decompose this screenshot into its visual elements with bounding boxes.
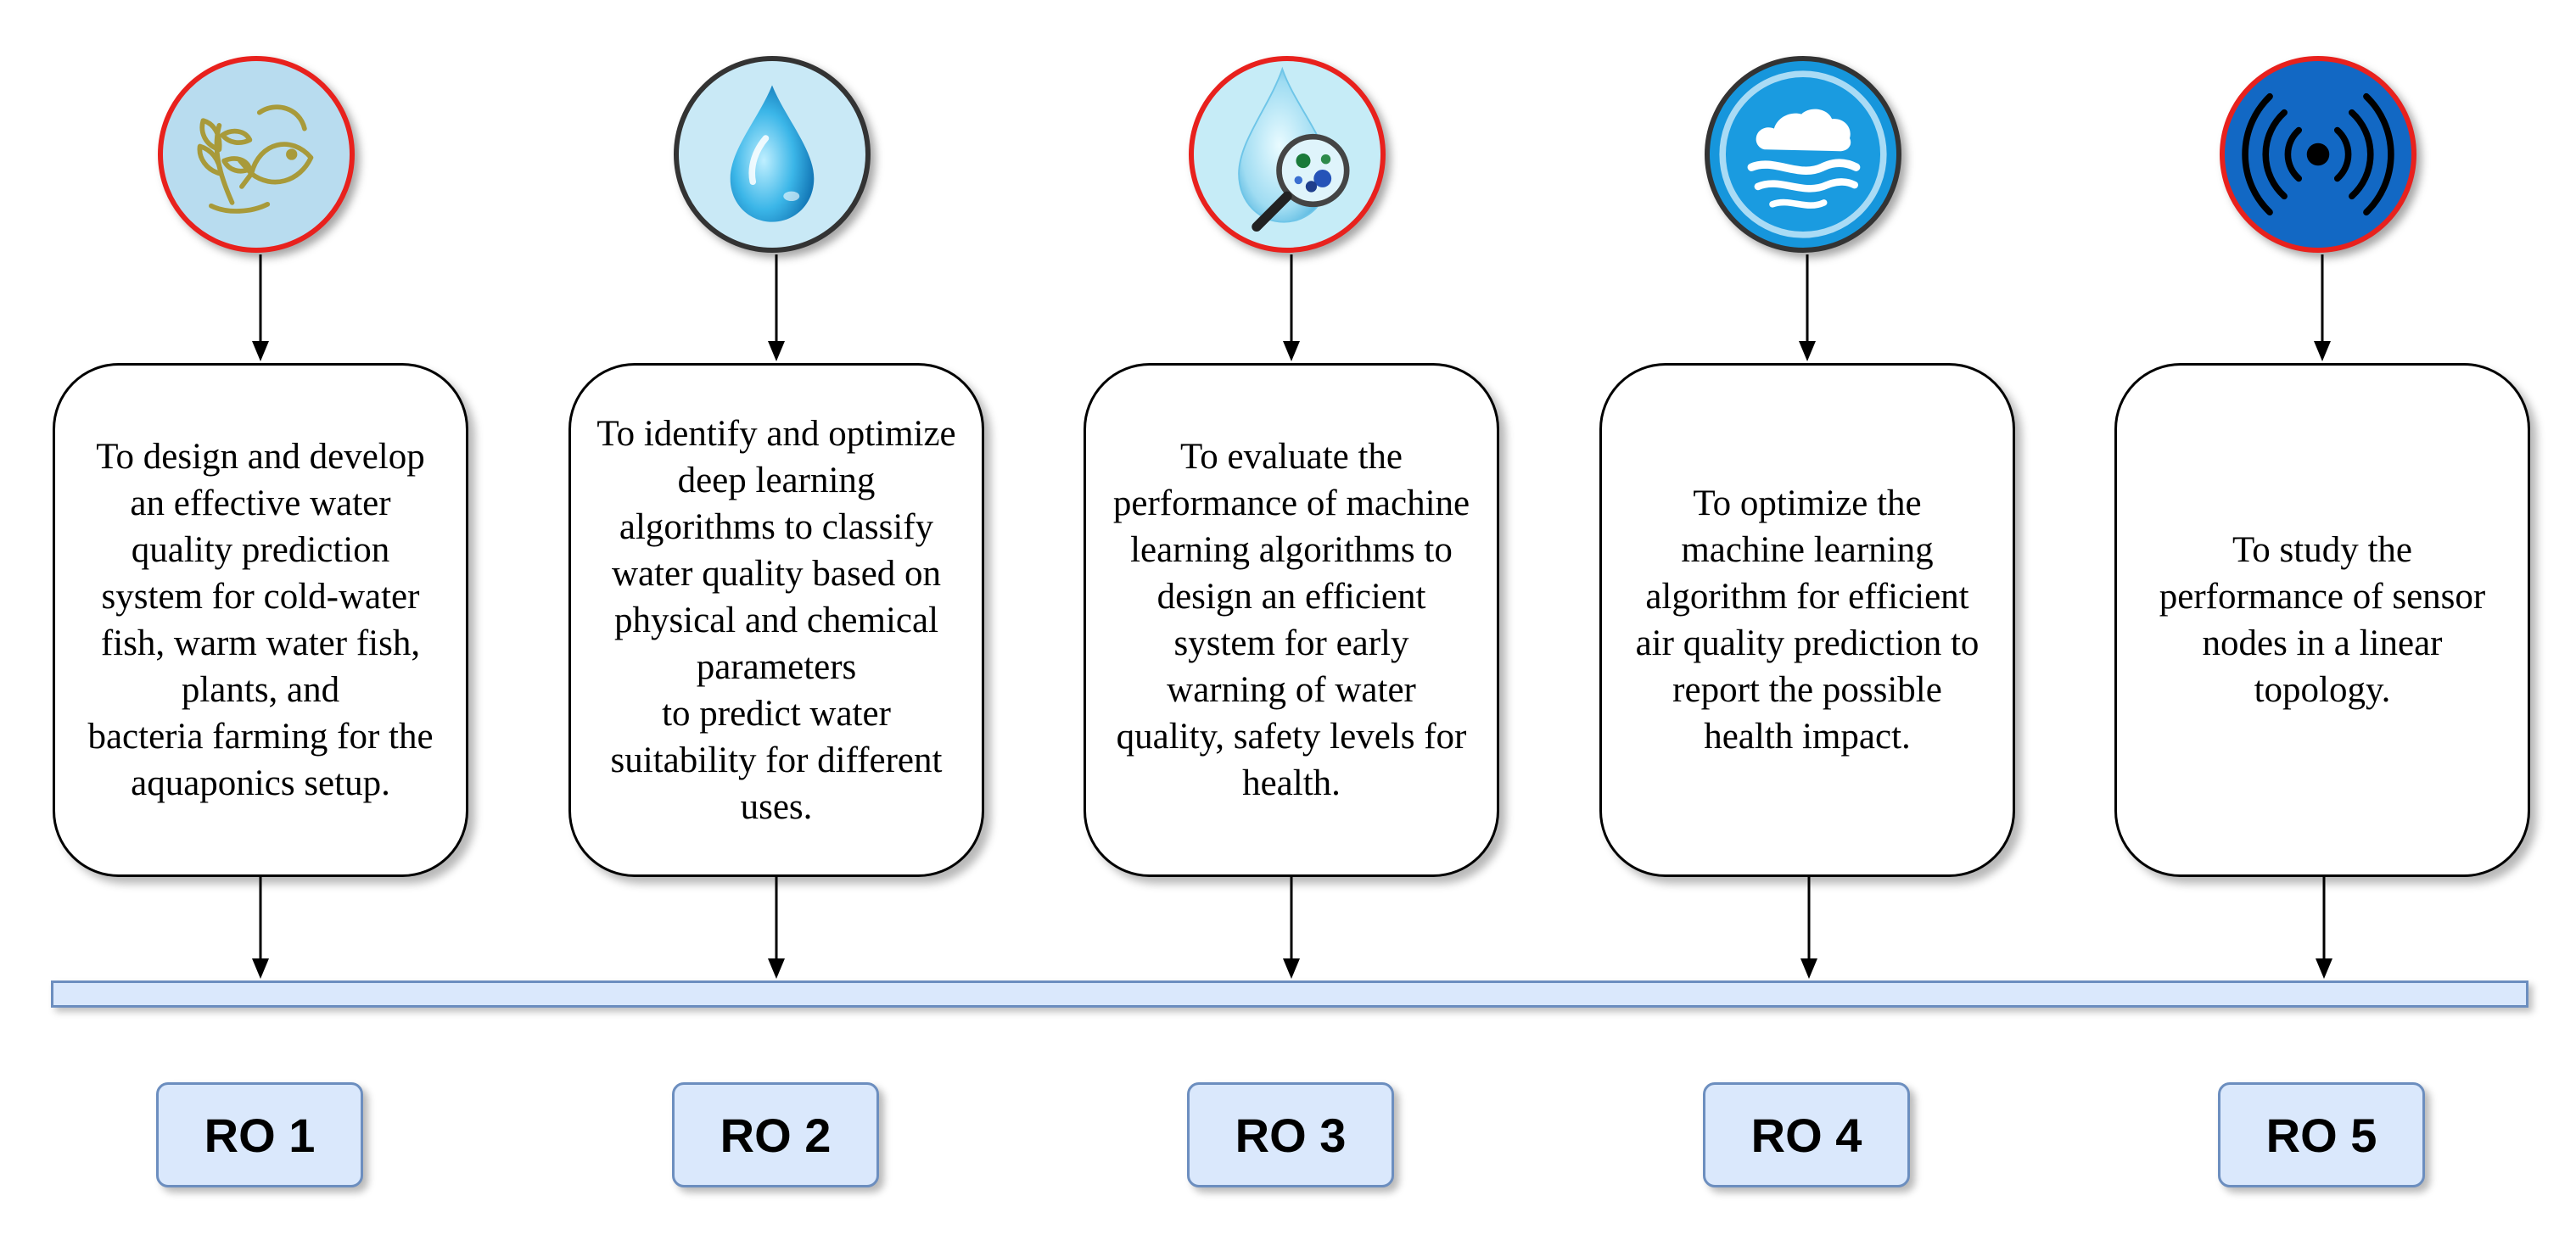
ro-label-2: RO 2 bbox=[672, 1082, 879, 1187]
objective-column-2: To identify and optimize deep learning a… bbox=[568, 0, 984, 1257]
water-drop-icon-graphic bbox=[730, 85, 815, 222]
arrow-icon-to-box-3 bbox=[1283, 254, 1300, 361]
arrow-box-to-timeline-4 bbox=[1800, 877, 1817, 979]
objective-column-5: To study the performance of sensor nodes… bbox=[2114, 0, 2530, 1257]
objective-column-4: To optimize the machine learning algorit… bbox=[1599, 0, 2015, 1257]
fish-plant-icon-graphic bbox=[197, 104, 314, 214]
water-drop-icon bbox=[674, 56, 871, 253]
objective-box-2: To identify and optimize deep learning a… bbox=[568, 363, 984, 877]
ro-label-4: RO 4 bbox=[1703, 1082, 1910, 1187]
arrow-icon-to-box-5 bbox=[2314, 254, 2331, 361]
objective-column-1: To design and develop an effective water… bbox=[53, 0, 468, 1257]
objective-text-4: To optimize the machine learning algorit… bbox=[1635, 483, 1980, 757]
objective-box-4: To optimize the machine learning algorit… bbox=[1599, 363, 2015, 877]
objective-text-5: To study the performance of sensor nodes… bbox=[2159, 530, 2486, 710]
arrow-box-to-timeline-2 bbox=[768, 877, 785, 979]
arrow-box-to-timeline-5 bbox=[2316, 877, 2332, 979]
cloud-wind-icon-graphic bbox=[1719, 70, 1887, 238]
objective-text-3: To evaluate the performance of machine l… bbox=[1112, 437, 1470, 803]
wireless-signal-icon-graphic bbox=[2242, 92, 2394, 216]
water-bacteria-magnifier-icon-graphic bbox=[1238, 66, 1350, 232]
objective-text-2: To identify and optimize deep learning a… bbox=[596, 413, 956, 827]
ro-label-5: RO 5 bbox=[2218, 1082, 2425, 1187]
fish-plant-icon bbox=[158, 56, 355, 253]
ro-label-1: RO 1 bbox=[156, 1082, 363, 1187]
water-bacteria-magnifier-icon bbox=[1189, 56, 1386, 253]
objective-box-1: To design and develop an effective water… bbox=[53, 363, 468, 877]
arrow-icon-to-box-2 bbox=[768, 254, 785, 361]
cloud-wind-icon bbox=[1705, 56, 1901, 253]
objective-text-1: To design and develop an effective water… bbox=[87, 437, 434, 803]
objective-column-3: To evaluate the performance of machine l… bbox=[1084, 0, 1499, 1257]
arrow-box-to-timeline-3 bbox=[1283, 877, 1300, 979]
objective-box-3: To evaluate the performance of machine l… bbox=[1084, 363, 1499, 877]
arrow-icon-to-box-4 bbox=[1799, 254, 1816, 361]
arrow-icon-to-box-1 bbox=[252, 254, 269, 361]
ro-label-3: RO 3 bbox=[1187, 1082, 1394, 1187]
arrow-box-to-timeline-1 bbox=[252, 877, 269, 979]
wireless-signal-icon bbox=[2220, 56, 2416, 253]
timeline-bar bbox=[51, 980, 2528, 1008]
objective-box-5: To study the performance of sensor nodes… bbox=[2114, 363, 2530, 877]
